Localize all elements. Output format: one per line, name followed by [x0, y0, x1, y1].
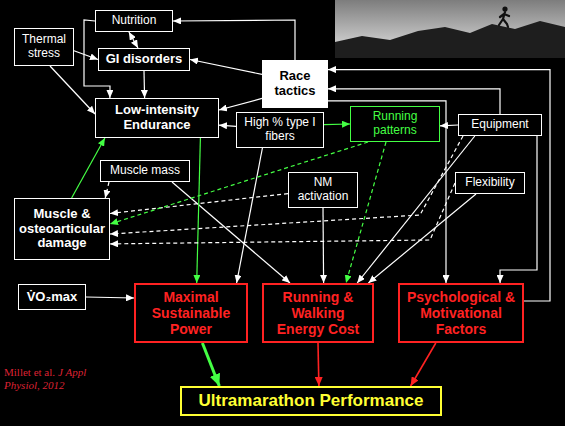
factor-box: Flexibility: [455, 172, 525, 194]
citation-block: Millet et al.J Appl Physiol, 2012: [4, 366, 96, 392]
factor-box: Running patterns: [350, 106, 440, 142]
arrow-connector: [440, 124, 458, 126]
dashed-arrow: [110, 142, 368, 224]
arrow-connector: [324, 123, 350, 125]
arrow-connector: [219, 98, 262, 110]
arrow-connector: [86, 297, 134, 298]
factor-box: NM activation: [288, 172, 358, 208]
citation-text: Millet et al.: [4, 366, 55, 378]
outcome-box: Ultramarathon Performance: [180, 386, 442, 416]
arrow-connector: [368, 194, 476, 283]
box-label: NM activation: [293, 176, 353, 204]
arrow-connector: [202, 343, 219, 386]
box-label: Thermal stress: [19, 33, 69, 61]
arrow-connector: [237, 148, 263, 283]
dashed-arrow: [105, 182, 109, 198]
arrow-connector: [322, 208, 324, 283]
dashed-arrow: [110, 194, 288, 214]
box-label: Equipment: [471, 118, 528, 132]
box-label: Race tactics: [267, 69, 323, 99]
arrow-connector: [219, 125, 236, 126]
factor-box: Muscle mass: [100, 160, 190, 182]
box-label: Maximal Sustainable Power: [140, 289, 242, 337]
arrow-connector: [172, 182, 290, 283]
determinant-box: Running & Walking Energy Cost: [262, 283, 374, 343]
dashed-arrow: [346, 142, 386, 283]
determinant-box: Maximal Sustainable Power: [134, 283, 248, 343]
arrow-connector: [129, 32, 138, 48]
arrow-connector: [74, 51, 98, 60]
determinant-box: Psychological & Motivational Factors: [398, 283, 524, 343]
box-label: High % type I fibers: [241, 116, 319, 144]
factor-box: Equipment: [458, 114, 542, 136]
box-label: V̇O₂max: [27, 290, 78, 305]
factor-box: Muscle & osteoarticular damage: [14, 198, 110, 260]
arrow-connector: [197, 138, 201, 283]
box-label: Ultramarathon Performance: [199, 391, 424, 411]
factor-box: Thermal stress: [14, 28, 74, 66]
arrow-connector: [317, 343, 319, 386]
box-label: Psychological & Motivational Factors: [404, 289, 518, 337]
box-label: Flexibility: [465, 176, 514, 190]
factor-box: GI disorders: [98, 48, 190, 71]
box-label: Running & Walking Energy Cost: [268, 289, 368, 337]
arrow-connector: [411, 343, 436, 386]
factor-box: Low-intensity Endurance: [95, 98, 219, 138]
factor-box: Race tactics: [262, 60, 328, 108]
box-label: Low-intensity Endurance: [100, 103, 214, 133]
dashed-arrow: [110, 136, 463, 234]
box-label: Nutrition: [112, 14, 157, 28]
factor-box: High % type I fibers: [236, 112, 324, 148]
arrow-connector: [500, 136, 537, 283]
box-label: GI disorders: [106, 52, 183, 67]
box-label: Muscle & osteoarticular damage: [19, 207, 105, 252]
arrow-connector: [190, 60, 262, 75]
arrow-connector: [50, 66, 95, 114]
dashed-arrow: [110, 183, 455, 244]
arrow-connector: [173, 20, 295, 60]
factor-box: Nutrition: [95, 10, 173, 32]
factor-box: V̇O₂max: [18, 284, 86, 310]
box-label: Running patterns: [355, 110, 435, 138]
arrow-connector: [328, 70, 550, 301]
arrow-connector: [143, 71, 145, 98]
box-label: Muscle mass: [110, 164, 180, 178]
